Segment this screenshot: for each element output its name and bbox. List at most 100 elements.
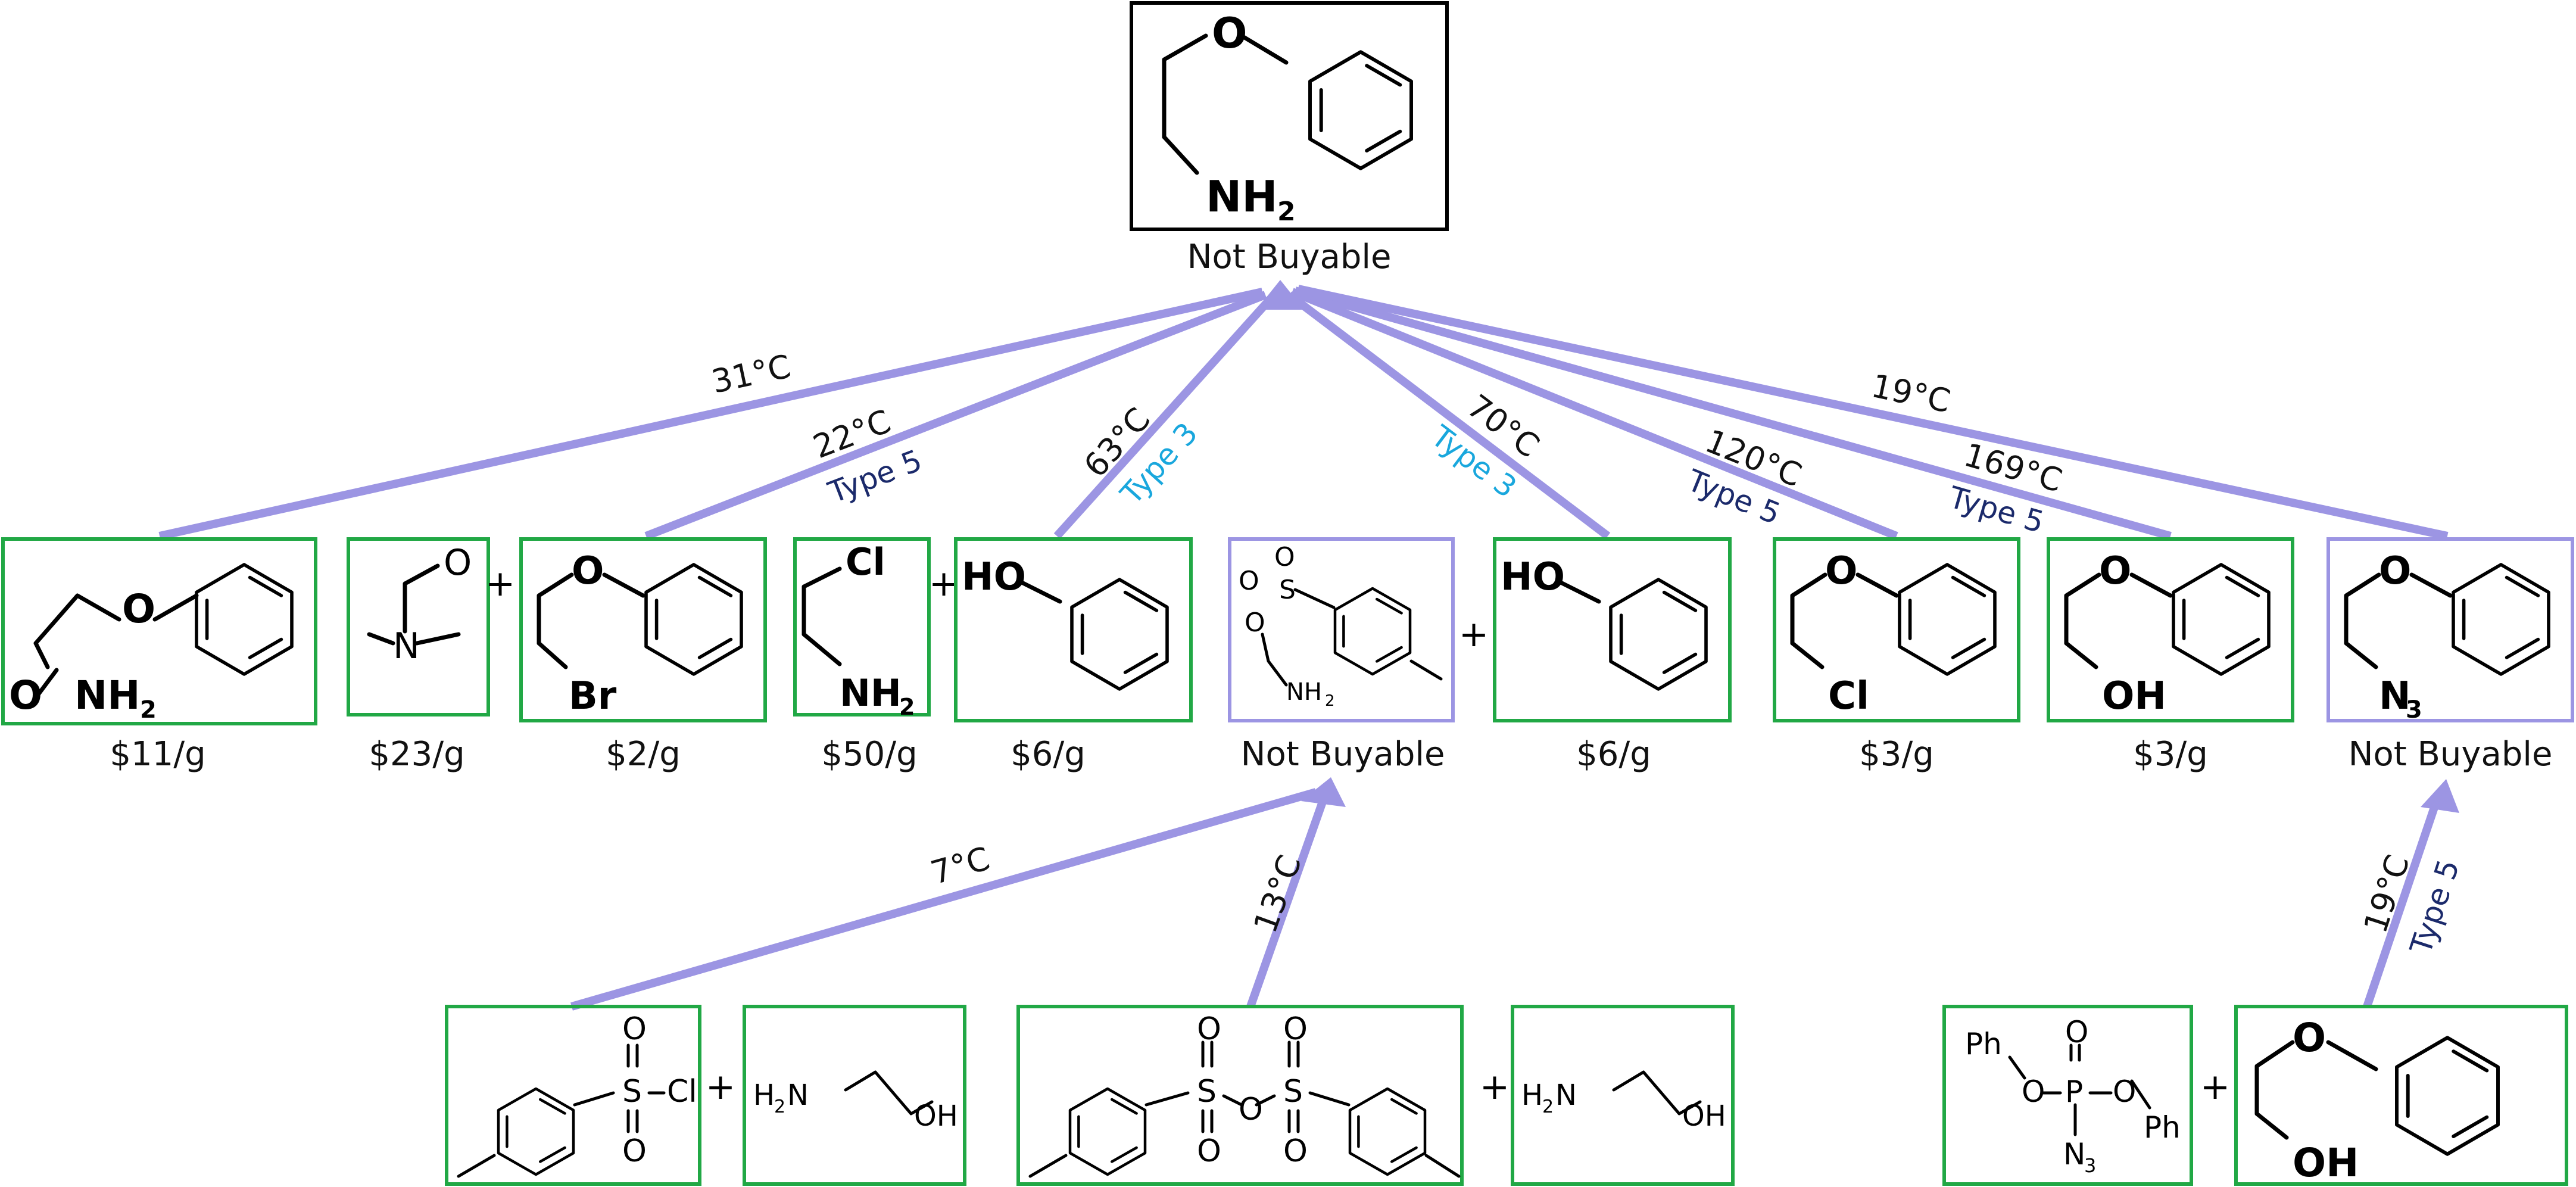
reactant-bromide: O Br $2/g	[519, 537, 767, 774]
oxygen-label: O	[444, 542, 472, 584]
not-buyable-box	[1228, 537, 1455, 722]
oxygen-label: O	[2022, 1074, 2045, 1109]
oxygen-label: O	[2065, 1015, 2088, 1049]
buyable-box	[519, 537, 767, 722]
hydroxyl-label: HO	[1501, 555, 1565, 599]
amine-subscript: 2	[140, 696, 157, 724]
sulfur-label: S	[1283, 1074, 1303, 1110]
reactant-dppa: Ph O P O O N 3 Ph	[1942, 1005, 2193, 1186]
buyable-box	[1773, 537, 2020, 722]
azide-arrowhead	[2421, 779, 2459, 813]
nitrogen-label: N	[787, 1079, 809, 1112]
temp-label: 13°C	[1246, 850, 1309, 938]
plus-sign: +	[1459, 613, 1489, 655]
amine-label: H	[753, 1079, 775, 1112]
oxygen-label: O	[1239, 566, 1259, 596]
arrow-amide	[158, 288, 1264, 540]
oxygen-label: O	[1283, 1011, 1308, 1047]
oxygen-label: O	[122, 586, 155, 632]
sulfur-label: S	[622, 1074, 642, 1110]
price-label: $6/g	[1011, 735, 1086, 774]
amine-label: NH	[1286, 678, 1322, 706]
intermediate-azide: O N 3 Not Buyable	[2326, 537, 2574, 774]
reactant-dmf: O N $23/g	[347, 537, 490, 774]
reaction-arrows	[158, 280, 2459, 1011]
azide-subscript: 3	[2406, 696, 2422, 724]
buyable-box	[1493, 537, 1732, 722]
plus-sign: +	[706, 1066, 735, 1108]
buyable-box	[445, 1005, 701, 1186]
arrow-phenol-a	[1053, 295, 1275, 539]
amine-subscript: 2	[1277, 197, 1296, 227]
reactant-tosyl-chloride: S O O Cl	[445, 1005, 701, 1186]
price-label: $11/g	[110, 735, 205, 774]
buyable-box	[793, 537, 931, 716]
arrow-tosylate	[1286, 291, 1611, 540]
plus-sign: +	[485, 563, 515, 605]
reactant-ethanolamine-a: H 2 N OH	[743, 1005, 966, 1186]
reactant-ethanolamine-b: H 2 N OH	[1511, 1005, 1735, 1186]
arrow-chloride	[1290, 288, 1898, 540]
amine-subscript: 2	[1325, 692, 1335, 710]
reactant-tosyl-anhydride: S O O O S O O	[1016, 1005, 1464, 1186]
arrow-bromide	[644, 291, 1267, 540]
buyable-box	[1511, 1005, 1735, 1186]
oxygen-label: O	[1825, 549, 1857, 593]
price-label: Not Buyable	[2349, 735, 2553, 774]
nitrogen-label: N	[393, 625, 420, 667]
price-label: $23/g	[369, 735, 464, 774]
azide-subscript: 3	[2084, 1154, 2096, 1177]
price-label: Not Buyable	[1241, 735, 1445, 774]
price-label: $3/g	[2133, 735, 2208, 774]
plus-sign: +	[2200, 1066, 2230, 1108]
arrow-alcohol	[1294, 286, 2172, 540]
plus-sign: +	[1480, 1066, 1510, 1108]
chlorine-label: Cl	[846, 540, 885, 584]
buyable-box	[2047, 537, 2294, 722]
sulfur-label: S	[1197, 1074, 1217, 1110]
oxygen-label: O	[1239, 1092, 1263, 1127]
oxygen-label: O	[2113, 1074, 2136, 1109]
reactant-alcohol-b: O OH	[2234, 1005, 2568, 1186]
oxygen-label: O	[2099, 549, 2131, 593]
price-label: $50/g	[821, 735, 917, 774]
nitrogen-label: N	[1555, 1079, 1577, 1112]
amine-label: NH	[840, 671, 902, 715]
buyable-box	[1, 537, 317, 725]
azide-label: N	[2063, 1137, 2085, 1172]
arrow-tscl	[570, 788, 1317, 1011]
hydroxyl-label: OH	[914, 1099, 958, 1133]
azide-label: N	[2379, 674, 2411, 718]
plus-sign: +	[929, 563, 959, 605]
oxygen-label: O	[1212, 9, 1248, 58]
tosylate-arrowhead	[1301, 777, 1346, 807]
buyable-box	[347, 537, 490, 716]
oxygen-label: O	[1197, 1133, 1221, 1169]
buyable-box	[2234, 1005, 2568, 1186]
oxygen-label: O	[1274, 542, 1295, 572]
not-buyable-box	[2326, 537, 2574, 722]
oxygen-label: O	[2379, 549, 2411, 593]
arrow-dppa	[2363, 793, 2443, 1008]
reactant-phenol-b: HO $6/g	[1493, 537, 1732, 774]
oxygen-label: O	[1283, 1133, 1308, 1169]
oxygen-label: O	[1245, 607, 1265, 638]
hydroxyl-label: OH	[1682, 1099, 1726, 1133]
sulfur-label: S	[1279, 575, 1296, 605]
hydroxyl-label: OH	[2102, 674, 2166, 718]
buyable-box	[954, 537, 1193, 722]
oxygen-label: O	[622, 1011, 647, 1047]
price-label: $6/g	[1576, 735, 1651, 774]
buyable-box	[1942, 1005, 2193, 1186]
chlorine-label: Cl	[1828, 674, 1869, 718]
target-molecule: O NH 2 Not Buyable	[1130, 1, 1449, 276]
reactant-chloroethylamine: Cl NH 2 $50/g	[793, 537, 931, 774]
amine-subscript: 2	[1542, 1096, 1554, 1117]
bromine-label: Br	[569, 674, 617, 718]
phenyl-label: Ph	[1965, 1027, 2002, 1061]
amine-subscript: 2	[774, 1096, 785, 1117]
reactant-amide: O O NH 2 $11/g	[1, 537, 317, 774]
oxygen-label: O	[622, 1133, 647, 1169]
target-price: Not Buyable	[1187, 238, 1392, 276]
amine-subscript: 2	[899, 694, 915, 720]
